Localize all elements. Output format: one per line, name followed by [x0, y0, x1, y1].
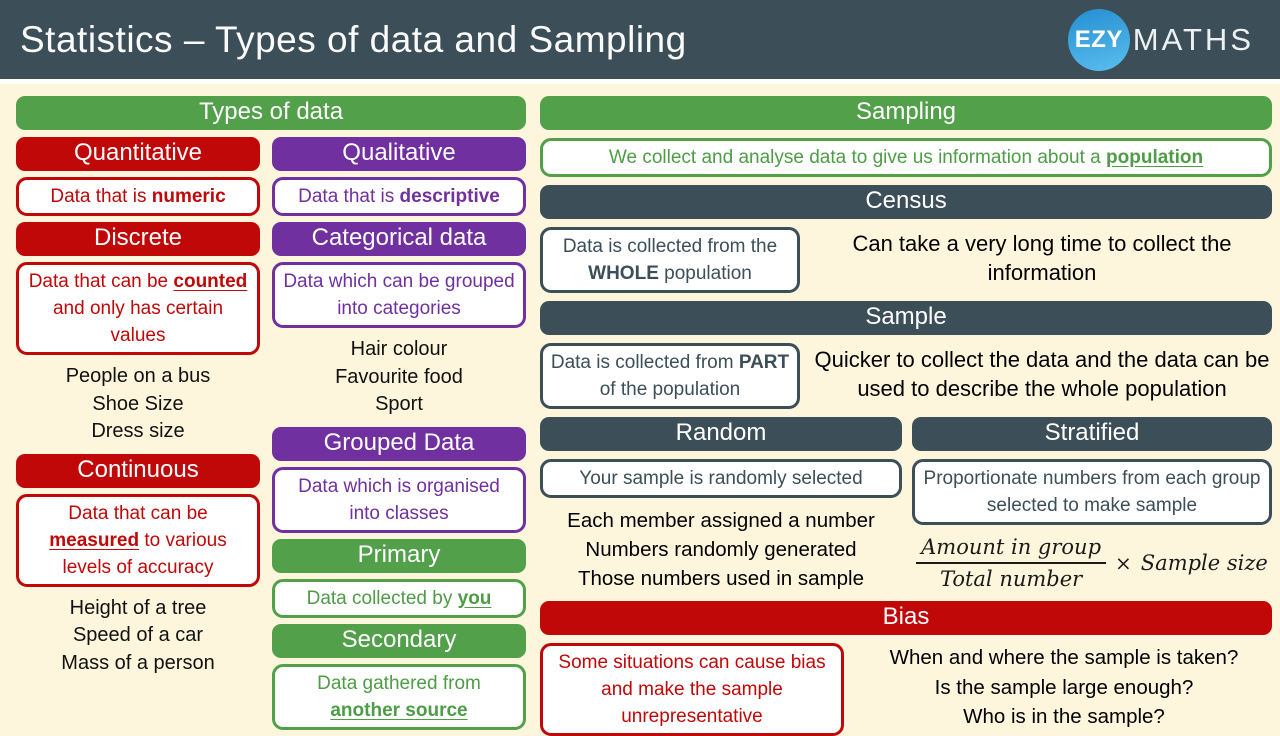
example-item: Height of a tree — [69, 596, 207, 619]
page-title: Statistics – Types of data and Sampling — [20, 18, 687, 60]
definition-emphasis: PART — [738, 352, 790, 373]
definition-text: to various levels of accuracy — [62, 529, 227, 578]
discrete-definition: Data that can be counted and only has ce… — [16, 262, 260, 355]
definition-text: Data is collected from the — [562, 236, 778, 257]
example-item: Shoe Size — [92, 392, 184, 415]
example-item: Dress size — [91, 420, 185, 442]
sampling-header: Sampling — [540, 96, 1272, 130]
stratified-header: Stratified — [912, 417, 1272, 451]
continuous-header: Continuous — [16, 453, 260, 488]
formula-denominator: Total number — [939, 567, 1083, 591]
definition-emphasis: counted — [173, 271, 248, 292]
categorical-header: Categorical data — [272, 222, 526, 256]
discrete-header: Discrete — [16, 222, 260, 256]
example-item: People on a bus — [65, 365, 211, 387]
continuous-examples: Height of a tree Speed of a car Mass of … — [16, 593, 260, 680]
census-header: Census — [540, 185, 1272, 219]
random-header: Random — [540, 417, 902, 451]
qualitative-header: Qualitative — [272, 137, 526, 171]
discrete-examples: People on a bus Shoe Size Dress size — [16, 361, 260, 448]
bias-header: Bias — [540, 601, 1272, 635]
definition-emphasis: measured — [49, 529, 140, 551]
sample-note: Quicker to collect the data and the data… — [814, 347, 1270, 401]
definition-text: population — [658, 263, 752, 284]
intro-text: We collect and analyse data to give us i… — [608, 147, 1107, 168]
sampling-section: Sampling We collect and analyse data to … — [540, 96, 1272, 736]
logo-circle-icon: EZY — [1067, 8, 1130, 71]
random-column: Random Your sample is randomly selected … — [540, 417, 902, 593]
example-item: Sport — [375, 393, 423, 415]
quantitative-column: Quantitative Data that is numeric Discre… — [16, 137, 260, 730]
definition-text: Data that can be — [28, 271, 174, 292]
ezymaths-logo: EZY MATHS — [1067, 8, 1254, 71]
categorical-examples: Hair colour Favourite food Sport — [272, 334, 526, 421]
note-line: Each member assigned a number — [567, 509, 875, 532]
stratified-column: Stratified Proportionate numbers from ea… — [912, 417, 1272, 593]
continuous-definition: Data that can be measured to various lev… — [16, 493, 260, 587]
random-definition: Your sample is randomly selected — [540, 459, 902, 498]
bias-notes: When and where the sample is taken? Is t… — [856, 643, 1272, 732]
census-note: Can take a very long time to collect the… — [852, 231, 1232, 285]
intro-emphasis: population — [1106, 147, 1204, 168]
types-of-data-section: Types of data Quantitative Data that is … — [16, 96, 526, 730]
quantitative-header: Quantitative — [16, 137, 260, 171]
definition-text: of the population — [599, 379, 741, 400]
primary-definition: Data collected by you — [272, 578, 526, 618]
census-definition: Data is collected from the WHOLE populat… — [540, 227, 800, 293]
note-line: Who is in the sample? — [963, 705, 1165, 728]
formula-numerator: Amount in group — [916, 535, 1107, 564]
note-line: Those numbers used in sample — [577, 567, 864, 590]
formula-times-sign: × — [1115, 551, 1132, 575]
stratified-formula: Amount in group Total number × Sample si… — [912, 535, 1272, 591]
example-item: Speed of a car — [72, 624, 204, 646]
types-of-data-columns: Quantitative Data that is numeric Discre… — [16, 137, 526, 730]
qualitative-column: Qualitative Data that is descriptive Cat… — [272, 137, 526, 730]
definition-emphasis: descriptive — [399, 186, 500, 207]
quantitative-definition: Data that is numeric — [16, 177, 260, 216]
title-bar: Statistics – Types of data and Sampling … — [0, 0, 1280, 84]
definition-text: Data is collected from — [550, 352, 739, 373]
definition-text: Data that is — [298, 186, 400, 207]
definition-text: Data that can be — [68, 502, 208, 524]
definition-text: Data gathered from — [317, 672, 481, 694]
note-line: Numbers randomly generated — [585, 538, 857, 561]
sample-definition: Data is collected from PART of the popul… — [540, 343, 800, 409]
primary-header: Primary — [272, 538, 526, 573]
formula-fraction: Amount in group Total number — [916, 535, 1107, 591]
sample-row: Data is collected from PART of the popul… — [540, 343, 1272, 409]
types-of-data-header: Types of data — [16, 96, 526, 130]
secondary-header: Secondary — [272, 623, 526, 658]
note-line: Is the sample large enough? — [934, 675, 1194, 699]
stratified-definition: Proportionate numbers from each group se… — [912, 459, 1272, 525]
example-item: Mass of a person — [61, 651, 215, 674]
grouped-data-header: Grouped Data — [272, 426, 526, 461]
definition-emphasis: numeric — [151, 186, 226, 207]
categorical-definition: Data which can be grouped into categorie… — [272, 262, 526, 328]
definition-text: and only has certain values — [52, 298, 224, 346]
example-item: Favourite food — [335, 365, 463, 388]
qualitative-definition: Data that is descriptive — [272, 177, 526, 216]
note-line: When and where the sample is taken? — [889, 646, 1239, 669]
sample-header: Sample — [540, 301, 1272, 335]
example-item: Hair colour — [350, 338, 448, 360]
definition-emphasis: you — [457, 587, 492, 609]
definition-text: Data that is — [50, 186, 152, 207]
definition-emphasis: another source — [330, 699, 468, 721]
secondary-definition: Data gathered from another source — [272, 663, 526, 730]
bias-definition: Some situations can cause bias and make … — [540, 643, 844, 736]
formula-multiplier: Sample size — [1140, 551, 1268, 575]
bias-row: Some situations can cause bias and make … — [540, 643, 1272, 736]
definition-text: Data collected by — [306, 587, 458, 609]
grouped-data-definition: Data which is organised into classes — [272, 466, 526, 533]
sampling-methods-row: Random Your sample is randomly selected … — [540, 417, 1272, 593]
sampling-intro: We collect and analyse data to give us i… — [540, 138, 1272, 177]
definition-emphasis: WHOLE — [588, 263, 659, 284]
random-notes: Each member assigned a number Numbers ra… — [540, 506, 902, 593]
logo-maths-text: MATHS — [1132, 21, 1254, 57]
census-row: Data is collected from the WHOLE populat… — [540, 227, 1272, 293]
logo-ezy-text: EZY — [1074, 25, 1123, 53]
